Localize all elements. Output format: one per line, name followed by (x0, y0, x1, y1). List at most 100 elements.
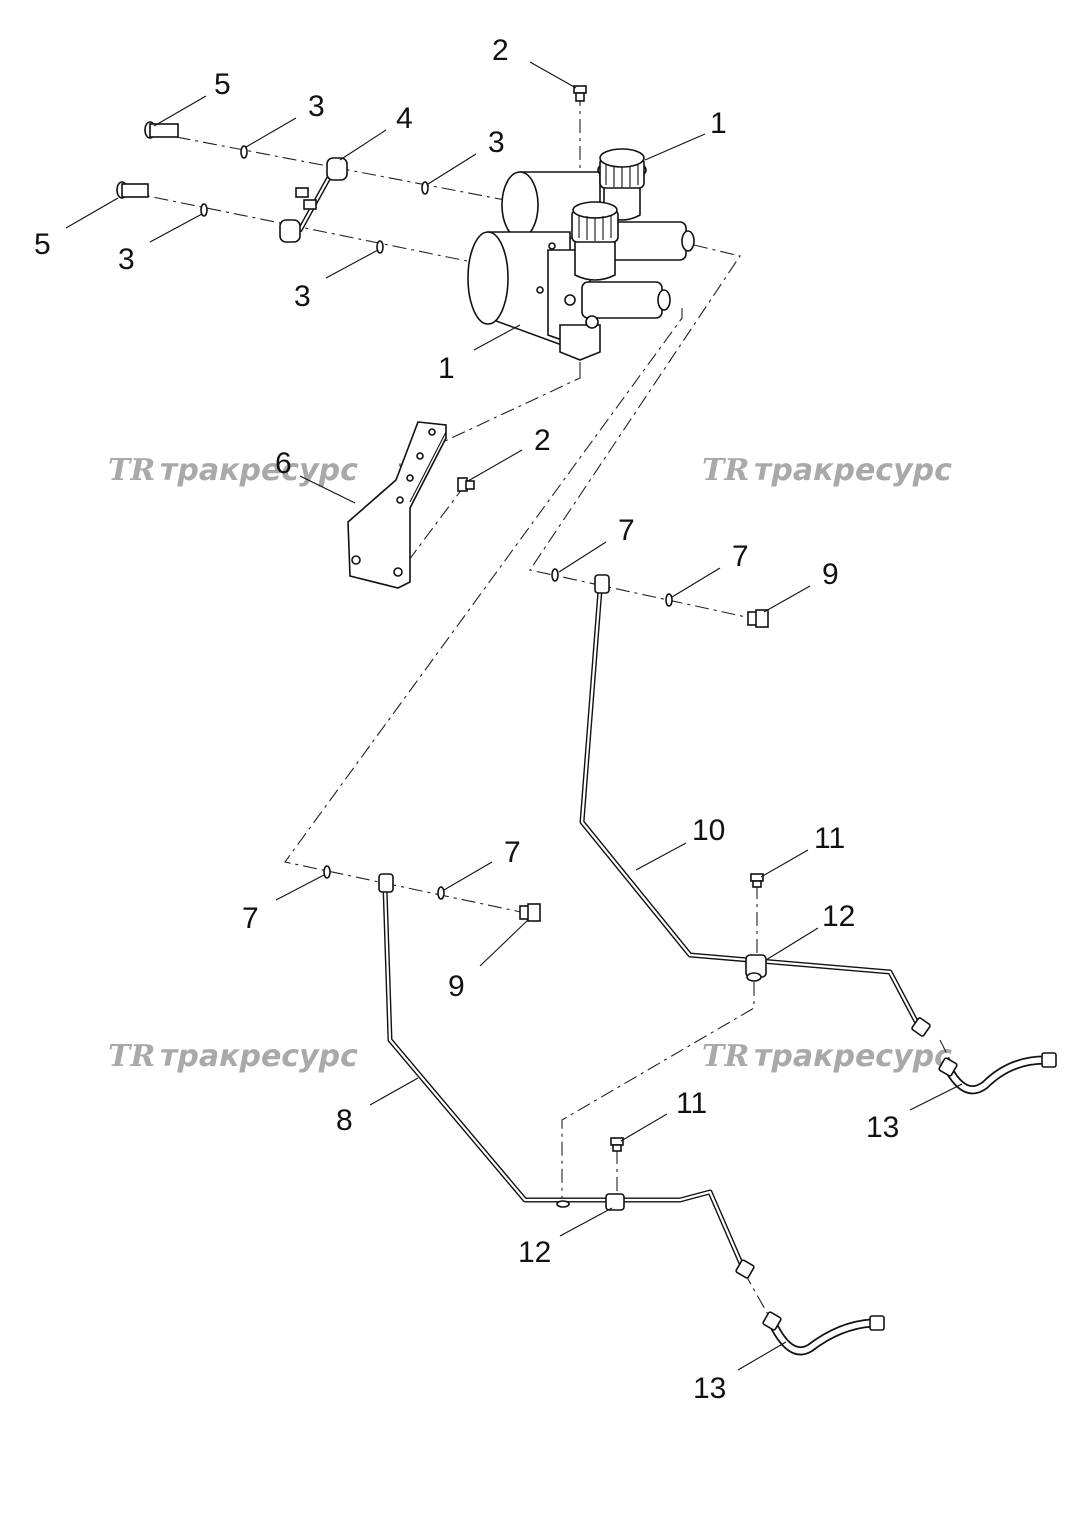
center-line-clamp-lower (561, 982, 755, 1200)
bolt-2-bracket (457, 477, 475, 492)
rod-nut (295, 187, 309, 198)
leader-7c (443, 861, 493, 891)
ring-3 (421, 181, 429, 195)
callout-7: 7 (618, 514, 635, 547)
bracket-hole (428, 428, 436, 436)
callout-9: 9 (448, 970, 465, 1003)
leader-lines (65, 61, 963, 1371)
watermark-logo: TR (702, 1039, 749, 1074)
banjo-fitting (378, 873, 394, 893)
rod-eye-upper (326, 157, 348, 181)
callout-4: 4 (396, 102, 413, 135)
watermark-text: тракресурс (160, 1039, 358, 1074)
ring-3 (376, 240, 384, 254)
washer-7 (665, 593, 673, 607)
reservoir-cap-top (599, 148, 645, 168)
link-rod-4 (279, 157, 348, 243)
clamp-body (605, 1193, 625, 1211)
center-line-bracket-lower (399, 484, 466, 573)
callout-11: 11 (814, 822, 845, 855)
bolt-11-lower (610, 1137, 624, 1152)
bolt-shank (612, 1144, 622, 1152)
washer-7 (323, 865, 331, 879)
leader-7b (671, 567, 721, 598)
leader-4 (339, 129, 387, 161)
leader-2a (529, 61, 577, 89)
leader-9b (479, 919, 529, 967)
leader-3c (427, 153, 477, 185)
bolt-11-upper (750, 873, 764, 888)
clamp-12-upper (745, 954, 767, 982)
tube-highlight (580, 588, 920, 1027)
leader-2b (467, 449, 523, 482)
bolt-head (750, 873, 764, 882)
callout-3: 3 (488, 126, 505, 159)
leader-10 (635, 842, 687, 871)
callout-10: 10 (692, 814, 725, 847)
leader-8 (369, 1077, 419, 1106)
leader-12a (765, 927, 819, 961)
leader-13b (737, 1341, 787, 1371)
master-cylinder-lower (467, 201, 671, 361)
watermark-logo: TR (108, 453, 155, 488)
callout-12: 12 (518, 1236, 551, 1269)
tube-body (382, 885, 746, 1271)
brake-tube-8 (378, 873, 755, 1279)
bolt-head (610, 1137, 624, 1146)
banjo-bolt-9-lower (519, 903, 541, 922)
brake-hose-13-upper (938, 1052, 1057, 1095)
cylinder-end-cap (501, 171, 539, 239)
watermark-text: тракресурс (754, 453, 952, 488)
leader-1a (644, 133, 706, 161)
ring-3 (240, 145, 248, 159)
leader-7a (558, 541, 607, 573)
banjo-bolt-9-upper (747, 609, 769, 628)
leader-12b (559, 1207, 613, 1237)
leader-5a (153, 95, 207, 127)
watermark-text: тракресурс (754, 1039, 952, 1074)
callout-13: 13 (866, 1111, 899, 1144)
callout-9: 9 (822, 558, 839, 591)
watermark-logo: TR (108, 1039, 155, 1074)
leader-5b (65, 197, 119, 229)
master-cylinder-upper (501, 148, 695, 261)
mounting-foot (559, 324, 601, 361)
cylinder-end-cap (467, 231, 509, 325)
leader-11a (760, 849, 809, 878)
leader-13a (909, 1083, 963, 1111)
callout-12: 12 (822, 900, 855, 933)
leader-1b (473, 324, 521, 351)
watermark-top-left: TR тракресурс (108, 453, 358, 488)
callout-5: 5 (34, 228, 51, 261)
leader-7d (275, 874, 325, 901)
callout-7: 7 (504, 836, 521, 869)
callout-2: 2 (534, 424, 551, 457)
bracket-bend (409, 431, 447, 503)
watermark-top-right: TR тракресурс (702, 453, 952, 488)
callout-7: 7 (242, 902, 259, 935)
clamp-eye (556, 1200, 570, 1208)
leader-3b (149, 213, 203, 243)
hose-highlight (945, 1057, 1048, 1093)
cylinder-outlet (657, 289, 671, 311)
callout-13: 13 (693, 1372, 726, 1405)
bolt-shank (752, 880, 762, 888)
hose-fitting (869, 1315, 885, 1331)
bolt-shank (575, 92, 585, 102)
bracket-hole (416, 452, 424, 460)
center-line-hose-upper (939, 1039, 953, 1065)
center-line-tube-10 (529, 244, 761, 621)
bolt-head (527, 903, 541, 922)
tube-nut (735, 1259, 755, 1279)
callout-2: 2 (492, 34, 509, 67)
banjo-fitting (594, 574, 610, 594)
pin-shank (149, 123, 179, 138)
watermark-text: тракресурс (160, 453, 358, 488)
bolt-shank (465, 480, 475, 490)
watermark-logo: TR (702, 453, 749, 488)
cylinder-push-rod-housing (581, 281, 663, 319)
mounting-nut (564, 294, 576, 306)
hose-fitting (762, 1311, 782, 1331)
rings-3 (200, 145, 429, 254)
